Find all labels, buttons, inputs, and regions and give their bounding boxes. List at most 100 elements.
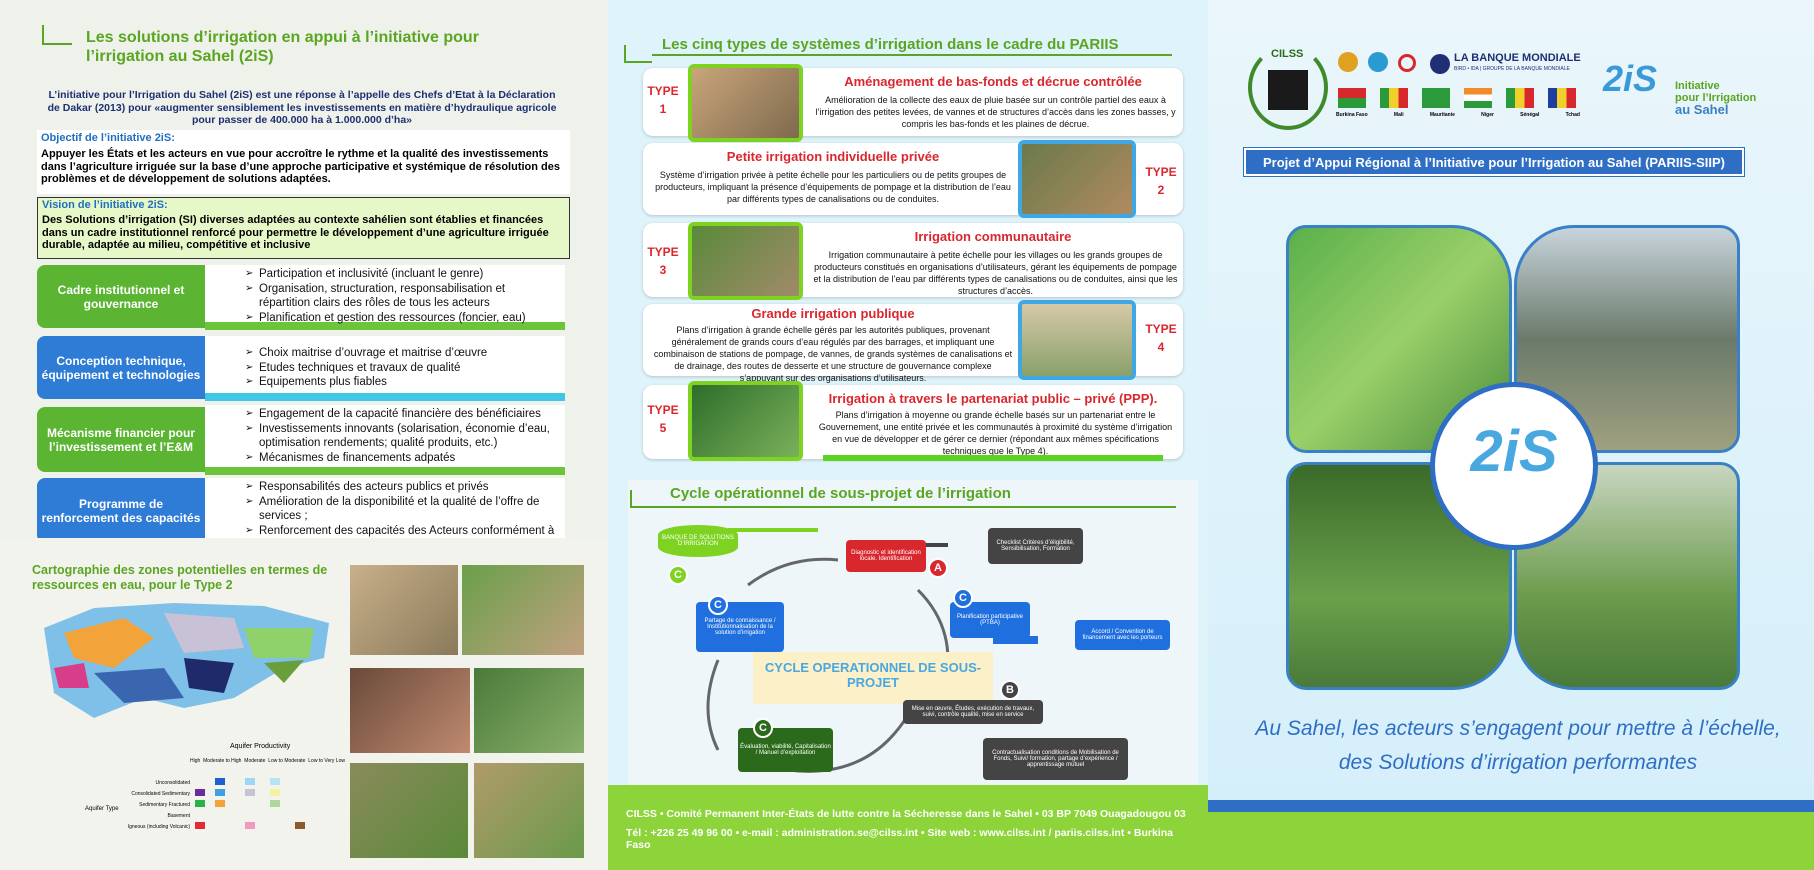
panel-left: Les solutions d’irrigation en appui à l’… (0, 0, 608, 870)
legend-row: Unconsolidated (155, 780, 190, 786)
flag-icon (1338, 88, 1366, 108)
panel2-title: Les cinq types de systèmes d’irrigation … (662, 36, 1119, 53)
badge-b: B (1000, 680, 1020, 700)
type-4-photo (1018, 300, 1136, 380)
banque-sub: BIRD • IDA | GROUPE DE LA BANQUE MONDIAL… (1454, 66, 1570, 72)
type-5-bar (823, 455, 1163, 461)
title-bracket (630, 490, 660, 508)
node-miseoeuvre: Mise en œuvre, Études, exécution de trav… (903, 700, 1043, 724)
objective-title: Objectif de l’initiative 2iS: (41, 132, 175, 144)
uemoa-icon (1368, 52, 1388, 72)
vision-text: Des Solutions d’irrigation (SI) diverses… (42, 214, 549, 251)
flag-icon (1422, 88, 1450, 108)
type-5-desc: Plans d’irrigation à moyenne ou grande é… (818, 410, 1173, 456)
type-1-desc: Amélioration de la collecte des eaux de … (815, 95, 1176, 129)
type-3-photo (688, 222, 803, 300)
node-planif: Planification participative (PTBA) (950, 602, 1030, 638)
list-item: Choix maitrise d’ouvrage et maitrise d’œ… (245, 346, 557, 361)
footer-line-1: CILSS • Comité Permanent Inter-États de … (626, 808, 1186, 820)
flag-icon (1506, 88, 1534, 108)
center-logo: 2iS (1470, 419, 1558, 484)
type-2-title: Petite irrigation individuelle privée (726, 149, 940, 164)
photo-field (474, 763, 584, 858)
slogan: Au Sahel, les acteurs s’engagent pour me… (1255, 717, 1781, 774)
vision-title: Vision de l’initiative 2iS: (42, 199, 168, 211)
map-title: Cartographie des zones potentielles en t… (32, 563, 328, 592)
cilss-text: CILSS (1271, 48, 1304, 60)
badge-a: A (928, 558, 948, 578)
node-accord: Accord / Convention de financement avec … (1075, 620, 1170, 650)
cycle-title: Cycle opérationnel de sous-projet de l’i… (670, 485, 1011, 502)
intro-text: L’initiative pour l’Irrigation du Sahel … (47, 89, 557, 126)
node-diagnostic: Diagnostic et identification locale. Ide… (846, 540, 926, 572)
legend-row: Sedimentary Fractured (139, 802, 190, 808)
legend-col: Moderate to High (203, 758, 242, 764)
country-names: Burkina Faso Mali Mauritanie Niger Sénég… (1336, 112, 1580, 118)
legend-swatches (195, 778, 345, 833)
photo-meeting (350, 668, 470, 753)
node-checklist: Checklist Critères d’éligibilité, Sensib… (988, 528, 1083, 564)
row-body-conception: Choix maitrise d’ouvrage et maitrise d’œ… (205, 336, 565, 401)
type-1-photo (688, 64, 803, 142)
node-contrat: Contractualisation conditions de Mobilis… (983, 738, 1128, 780)
panel-left-bottom: Cartographie des zones potentielles en t… (0, 538, 608, 870)
country-flags (1338, 88, 1576, 108)
footer-green-bar (1208, 812, 1814, 870)
badge-c: C (953, 588, 973, 608)
photo-pump (462, 565, 584, 655)
tagline-line: Initiative (1675, 80, 1720, 92)
list-item: Equipements plus fiables (245, 375, 557, 390)
legend-cols: High Moderate to High Moderate Low to Mo… (190, 758, 345, 764)
tagline-line: au Sahel (1675, 102, 1729, 117)
type-3-title: Irrigation communautaire (914, 229, 1072, 244)
country-name: Niger (1481, 112, 1494, 118)
panel1-title: Les solutions d’irrigation en appui à l’… (86, 29, 479, 65)
photo-canal (350, 565, 458, 655)
tagline-line: pour l’Irrigation (1675, 92, 1757, 104)
row-tab-conception: Conception technique, équipement et tech… (37, 336, 205, 399)
cemac-icon (1398, 54, 1416, 72)
list-item: Responsabilités des acteurs publics et p… (245, 480, 557, 495)
flag-icon (1464, 88, 1492, 108)
footer-green (608, 785, 1208, 870)
2is-logo: 2iS (1603, 58, 1658, 99)
type-1-title: Aménagement de bas-fonds et décrue contr… (844, 74, 1142, 89)
world-bank-icon (1430, 54, 1450, 74)
type-2-photo (1018, 140, 1136, 218)
banque-name: LA BANQUE MONDIALE (1454, 52, 1581, 64)
panel-middle: Les cinq types de systèmes d’irrigation … (608, 0, 1208, 870)
row-body-programme: Responsabilités des acteurs publics et p… (205, 478, 565, 551)
list-item: Participation et inclusivité (incluant l… (245, 267, 557, 282)
badge-c: C (753, 718, 773, 738)
country-name: Burkina Faso (1336, 112, 1368, 118)
row-tab-programme: Programme de renforcement des capacités (37, 478, 205, 543)
legend-side: Aquifer Type (85, 806, 119, 812)
type-4-desc: Plans d’irrigation à grande échelle géré… (653, 325, 1013, 383)
country-name: Mauritanie (1429, 112, 1455, 118)
flag-icon (1380, 88, 1408, 108)
badge-c: C (668, 565, 688, 585)
legend-col: Low to Moderate (268, 758, 306, 764)
list-item: Organisation, structuration, responsabil… (245, 282, 557, 311)
cilss-logo (1248, 45, 1328, 130)
legend-heading: Aquifer Productivity (230, 743, 291, 750)
legend-col: High (190, 758, 201, 764)
type-3-desc: Irrigation communautaire à petite échell… (813, 250, 1178, 296)
type-2-card: Petite irrigation individuelle privée Sy… (643, 140, 1183, 218)
panel-right: CILSS LA BANQUE MONDIALE BIRD • IDA | GR… (1208, 0, 1814, 870)
legend-rows: Unconsolidated Consolidated Sedimentary … (90, 778, 190, 833)
flag-icon (1548, 88, 1576, 108)
type-4-card: Grande irrigation publique Plans d’irrig… (643, 300, 1183, 383)
objective-box: Objectif de l’initiative 2iS: Appuyer le… (37, 130, 570, 194)
type-5-photo (688, 381, 803, 461)
legend-row: Basement (167, 813, 190, 819)
row-body-mecanisme: Engagement de la capacité financière des… (205, 405, 565, 475)
badge-c: C (708, 595, 728, 615)
2is-tagline: Initiative pour l’Irrigation au Sahel (1675, 80, 1756, 116)
